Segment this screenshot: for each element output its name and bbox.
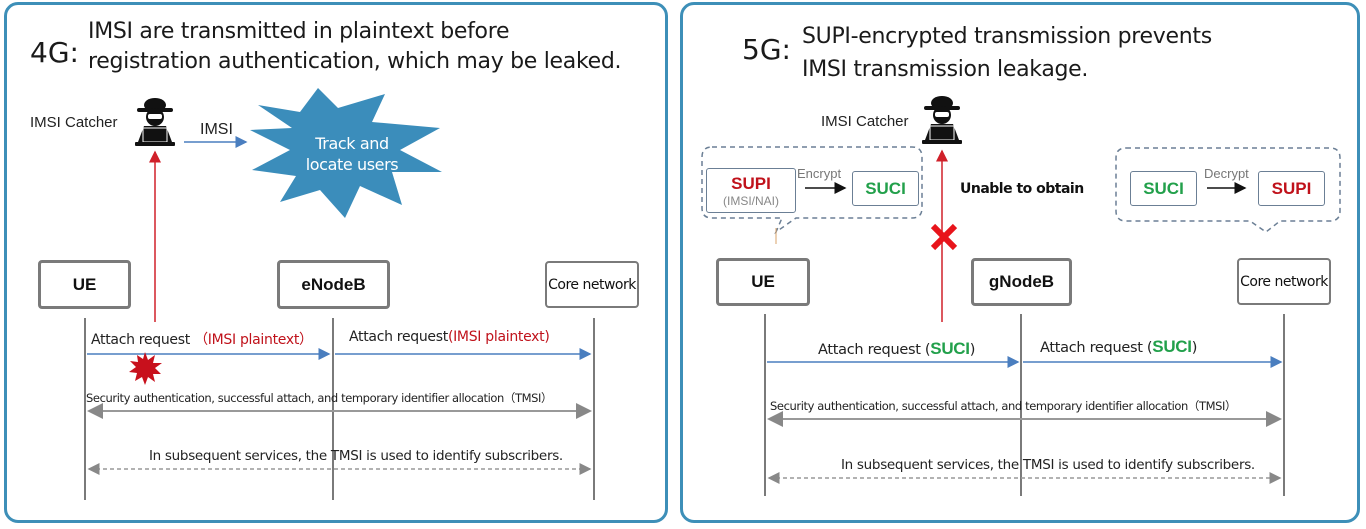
attach-request-text: Attach request	[349, 329, 448, 345]
ue-encrypt-callout	[701, 146, 923, 235]
generation-label-5g: 5G:	[742, 33, 791, 66]
attach-request-5g-1: Attach request (SUCI)	[818, 339, 975, 359]
suci-label: SUCI	[930, 339, 970, 358]
headline-5g-line2: IMSI transmission leakage.	[802, 57, 1089, 82]
subsequent-message-4g: In subsequent services, the TMSI is used…	[149, 448, 563, 464]
paren-close: )	[1191, 340, 1198, 356]
node-core-network-4g: Core network	[545, 261, 639, 308]
generation-label-4g: 4G:	[30, 36, 79, 69]
cross-icon	[930, 223, 958, 251]
node-ue-4g: UE	[38, 260, 131, 309]
burst-text-line1: Track and	[315, 134, 389, 153]
suci-label: SUCI	[865, 178, 906, 198]
suci-box-ue: SUCI	[852, 171, 919, 206]
supi-label: SUPI	[731, 173, 771, 193]
supi-box-core: SUPI	[1258, 171, 1325, 206]
node-ue-5g: UE	[716, 258, 810, 306]
unable-to-obtain-label: Unable to obtain	[960, 181, 1084, 197]
headline-4g-line2: registration authentication, which may b…	[88, 49, 622, 74]
suci-label: SUCI	[1152, 337, 1192, 356]
supi-label: SUPI	[1271, 178, 1312, 198]
burst-text-line2: locate users	[305, 155, 399, 174]
imsi-catcher-label-5g: IMSI Catcher	[821, 113, 909, 130]
security-message-4g: Security authentication, successful atta…	[86, 391, 553, 405]
node-enodeb: eNodeB	[277, 260, 390, 309]
attach-request-text: Attach request	[91, 332, 190, 348]
imsi-catcher-label-4g: IMSI Catcher	[30, 114, 118, 131]
imsi-plaintext-label: （IMSI plaintext）	[194, 332, 313, 348]
paren-close: )	[969, 342, 976, 358]
node-core-network-5g: Core network	[1237, 258, 1331, 305]
attach-request-text: Attach request (	[1040, 340, 1153, 356]
explosion-icon	[129, 352, 162, 385]
imsi-arrow-label: IMSI	[200, 121, 233, 138]
track-users-burst	[250, 88, 442, 218]
attach-request-4g-1: Attach request （IMSI plaintext）	[91, 329, 313, 349]
imsi-plaintext-label: (IMSI plaintext)	[447, 329, 550, 345]
node-gnodeb: gNodeB	[971, 258, 1072, 306]
attach-request-5g-2: Attach request (SUCI)	[1040, 337, 1197, 357]
suci-box-core: SUCI	[1130, 171, 1197, 206]
supi-box-ue: SUPI (IMSI/NAI)	[706, 168, 796, 213]
attach-request-4g-2: Attach request(IMSI plaintext)	[349, 329, 550, 345]
encrypt-label: Encrypt	[797, 166, 842, 181]
suci-label: SUCI	[1143, 178, 1184, 198]
decrypt-label: Decrypt	[1204, 166, 1249, 181]
subsequent-message-5g: In subsequent services, the TMSI is used…	[841, 457, 1255, 473]
headline-4g-line1: IMSI are transmitted in plaintext before	[88, 19, 510, 44]
security-message-5g: Security authentication, successful atta…	[770, 399, 1237, 413]
attach-request-text: Attach request (	[818, 342, 931, 358]
imsi-nai-label: (IMSI/NAI)	[723, 193, 779, 208]
headline-5g-line1: SUPI-encrypted transmission prevents	[802, 24, 1212, 49]
